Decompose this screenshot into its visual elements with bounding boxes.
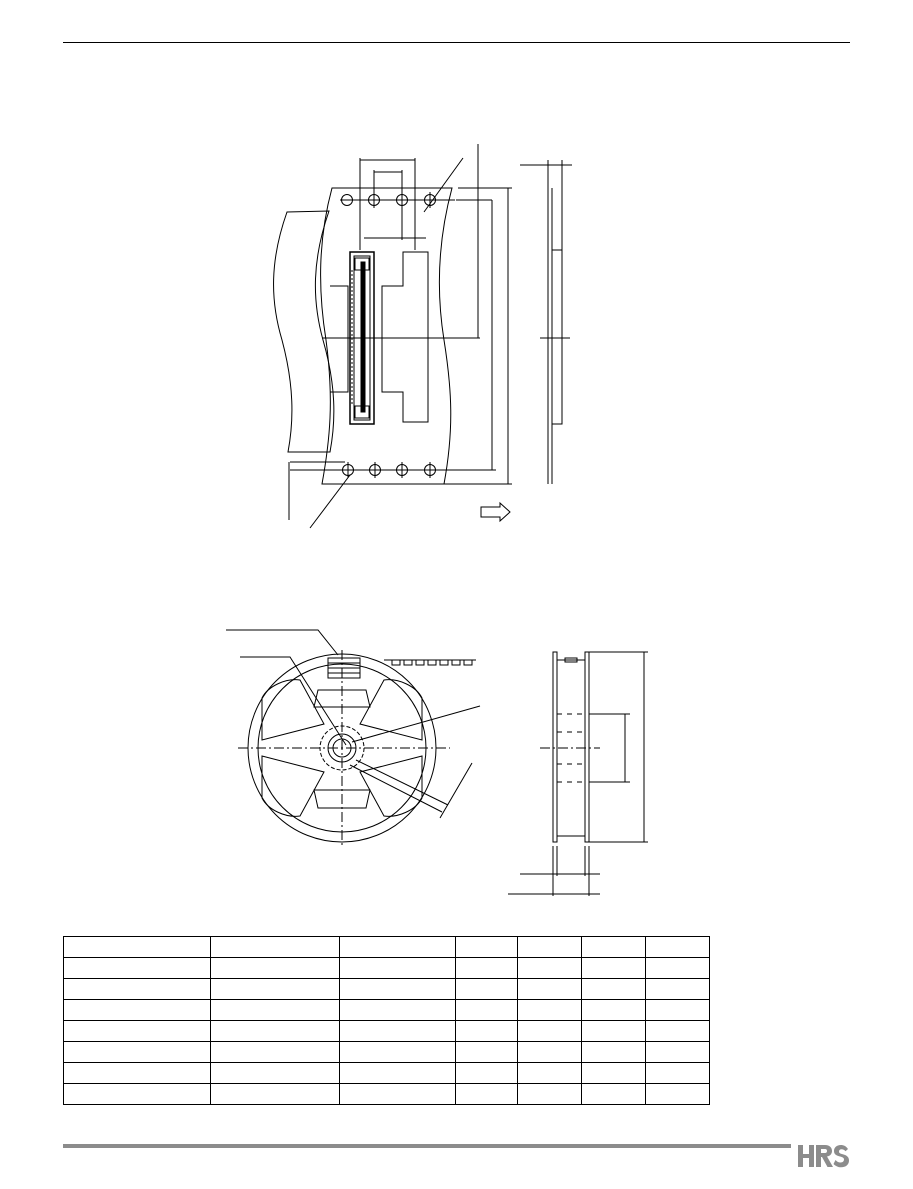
table-cell [645,1020,710,1042]
table-cell [517,957,582,979]
sprocket-holes-top [340,192,455,208]
table-cell [645,1041,710,1063]
table-row [63,999,710,1021]
table-cell [581,978,646,1000]
table-cell [210,978,340,1000]
table-cell [581,1083,646,1105]
table-cell [63,1020,211,1042]
table-cell [63,957,211,979]
table-cell [517,1083,582,1105]
table-row [63,936,710,958]
table-cell [581,936,646,958]
table-cell [63,1041,211,1063]
table-cell [645,957,710,979]
carrier-tape [320,187,453,485]
table-cell [517,1062,582,1084]
table-cell [63,936,211,958]
table-cell [455,1020,518,1042]
table-row [63,1020,710,1042]
table-cell [339,999,456,1021]
table-cell [210,957,340,979]
table-cell [645,999,710,1021]
table-cell [339,1083,456,1105]
table-cell [455,1083,518,1105]
table-cell [63,978,211,1000]
tape-pocket [381,251,429,423]
table-cell [645,936,710,958]
header-rule [63,42,850,43]
table-cell [517,936,582,958]
cover-tape [273,210,335,453]
tape-drawing [273,144,572,529]
table-cell [581,1041,646,1063]
table-cell [455,999,518,1021]
table-cell [581,1062,646,1084]
footer-bar [63,1144,791,1148]
hrs-logo-icon [798,1145,849,1168]
sprocket-holes-bottom [340,462,455,478]
table-cell [210,999,340,1021]
table-cell [517,1041,582,1063]
table-cell [339,978,456,1000]
table-cell [210,1083,340,1105]
table-cell [455,936,518,958]
table-cell [339,1020,456,1042]
table-cell [645,978,710,1000]
table-cell [645,1083,710,1105]
table-cell [210,1041,340,1063]
table-cell [645,1062,710,1084]
table-cell [339,1062,456,1084]
table-cell [63,1062,211,1084]
table-cell [517,1020,582,1042]
table-cell [339,936,456,958]
table-cell [581,999,646,1021]
table-cell [455,1041,518,1063]
arrow-right-icon [480,501,511,523]
table-cell [455,978,518,1000]
table-row [63,957,710,979]
spec-table [63,936,710,1105]
table-row [63,1041,710,1063]
table-cell [339,957,456,979]
table-cell [210,1062,340,1084]
table-cell [63,999,211,1021]
tape-side-profile [520,160,572,484]
reel-side-view [508,651,648,896]
table-cell [517,999,582,1021]
reel-drawing [226,629,648,896]
table-cell [517,978,582,1000]
table-row [63,978,710,1000]
table-cell [455,1062,518,1084]
table-row [63,1062,710,1084]
table-row [63,1083,710,1105]
table-cell [339,1041,456,1063]
table-cell [455,957,518,979]
table-cell [210,1020,340,1042]
table-cell [581,957,646,979]
table-cell [210,936,340,958]
table-cell [63,1083,211,1105]
table-cell [581,1020,646,1042]
